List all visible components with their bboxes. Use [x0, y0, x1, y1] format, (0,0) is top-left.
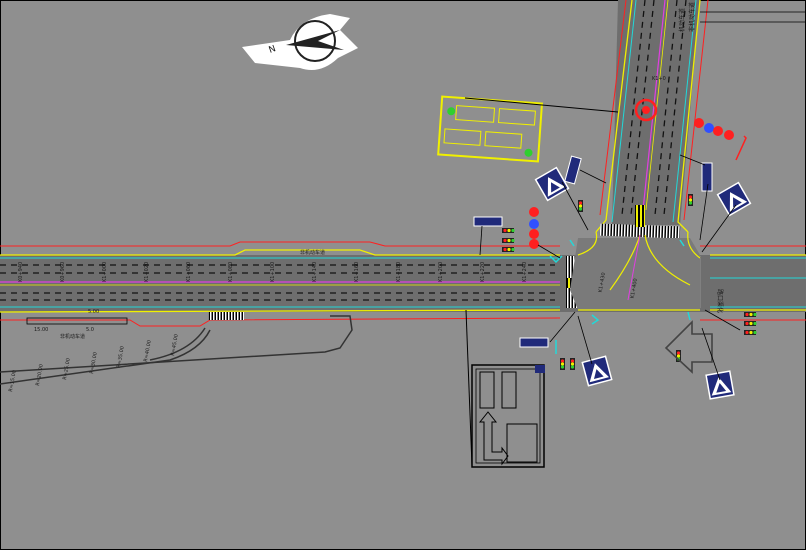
curb-radius-label: R=40.00 — [143, 340, 153, 363]
north-arrow-icon: N — [242, 14, 358, 71]
warning-triangle-sign-2 — [716, 181, 752, 217]
no-entry-sign-group-east — [694, 118, 747, 161]
label-stake-1: K1+430 — [598, 272, 607, 293]
info-board-3 — [473, 216, 503, 227]
info-board-1 — [564, 155, 582, 185]
warning-triangle-sign-4 — [705, 370, 735, 400]
label-note-south: 非机动车道 — [60, 333, 85, 340]
no-entry-sign-group-north — [634, 98, 658, 122]
label-left-note: 非机动车道 — [300, 249, 325, 256]
chainage-label: K1+200 — [438, 262, 444, 282]
north-label: N — [268, 44, 278, 56]
curb-radius-label: R=30.00 — [89, 352, 99, 375]
curb-radius-labels: R=15.00 R=20.00 R=25.00 R=30.00 R=35.00 R=40.… — [8, 334, 180, 393]
chainage-label: K1+060 — [186, 262, 192, 282]
chainage-label: K1+080 — [228, 262, 234, 282]
lane-guide-sign — [471, 364, 545, 468]
turn-guides — [577, 231, 701, 311]
directional-guide-panel — [437, 95, 544, 163]
chainage-label: K1+000 — [102, 262, 108, 282]
no-entry-sign-group-west — [529, 207, 539, 249]
label-north-road-a: 机动车道 — [678, 8, 686, 32]
warning-triangle-sign-3 — [581, 355, 613, 387]
curb-radius-label: R=20.00 — [35, 364, 45, 387]
label-dim-c: 15.00 — [34, 327, 48, 333]
direction-arrow-icon — [664, 320, 713, 374]
label-north-road-b: 非机动车道 — [688, 2, 696, 32]
chainage-label: K1+020 — [144, 262, 150, 282]
label-dim-b: 5.0 — [86, 327, 94, 333]
crosswalk-south-side — [208, 312, 244, 320]
info-board-4 — [519, 337, 549, 348]
chainage-label: K1+160 — [354, 262, 360, 282]
callout-leaders — [479, 11, 806, 381]
warning-triangle-sign-1 — [534, 166, 570, 202]
info-board-2 — [701, 162, 713, 192]
chainage-label: K1+220 — [480, 262, 486, 282]
chainage-label: K1+100 — [270, 262, 276, 282]
label-stake-2: K1+400 — [630, 278, 639, 299]
chainage-label: K0+960 — [60, 262, 66, 282]
curb-radius-label: R=35.00 — [116, 346, 126, 369]
curb-radius-label: R=45.00 — [170, 334, 180, 357]
chainage-label: K1+140 — [312, 262, 318, 282]
intersection-box — [570, 238, 700, 310]
chainage-label: K1+180 — [396, 262, 402, 282]
crosswalk-north — [599, 223, 681, 239]
curb-radius-label: R=15.00 — [8, 370, 18, 393]
label-dim-a: 5.00 — [88, 309, 99, 315]
chainage-label: K1+240 — [522, 262, 528, 282]
south-kerb — [0, 315, 353, 385]
signal-poles — [549, 239, 691, 354]
label-center-mark: K1+0 — [652, 76, 666, 82]
traffic-light-icon — [502, 194, 757, 370]
chainage-label: K0+940 — [18, 262, 24, 282]
label-east-side: 路口渠化 — [716, 289, 724, 313]
chainage-labels: K0+940 K0+960 K1+000 K1+020 K1+060 K1+080 K1+1… — [18, 262, 528, 282]
curb-radius-label: R=25.00 — [62, 358, 72, 381]
